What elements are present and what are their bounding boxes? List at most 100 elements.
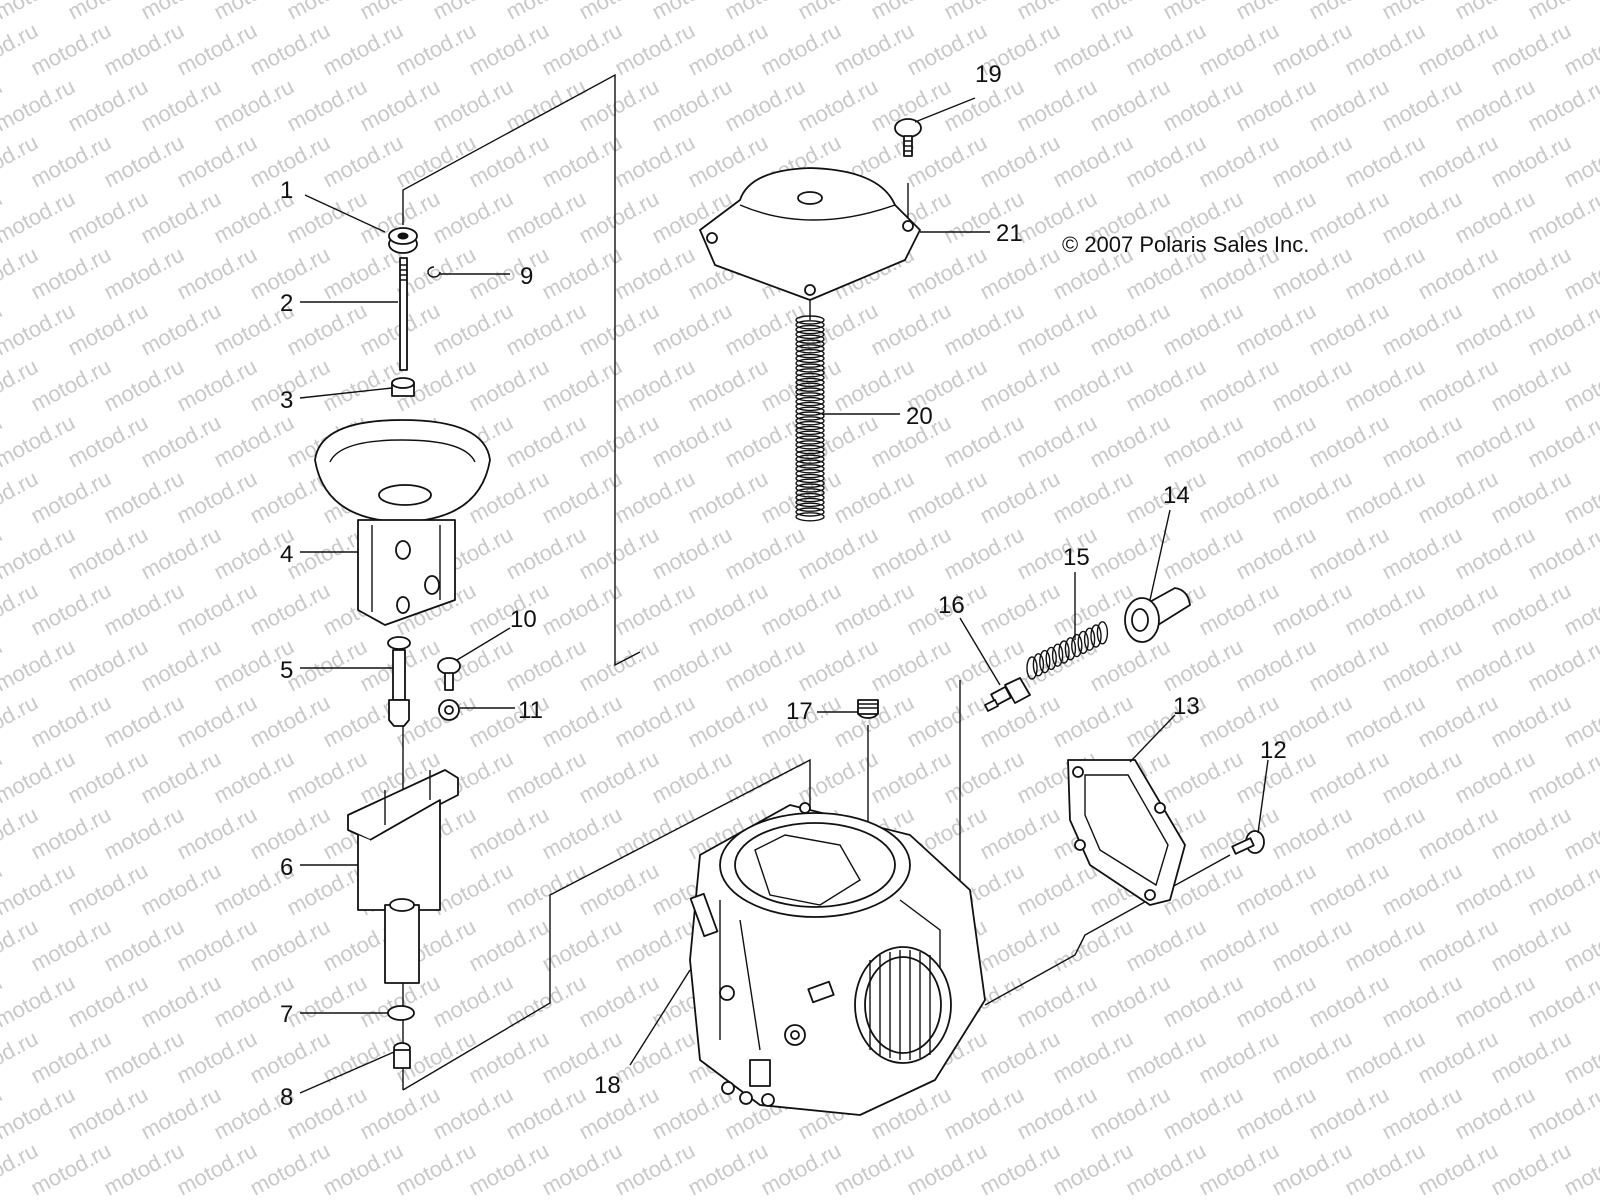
- watermark-text: motod.ru: [392, 1138, 480, 1200]
- watermark-text: motod.ru: [1049, 354, 1137, 417]
- watermark-text: motod.ru: [1487, 802, 1575, 865]
- watermark-text: motod.ru: [1487, 354, 1575, 417]
- watermark-text: motod.ru: [575, 410, 663, 473]
- watermark-text: motod.ru: [465, 242, 553, 305]
- copyright-notice: © 2007 Polaris Sales Inc.: [1062, 232, 1309, 257]
- spring-coil: [795, 512, 825, 522]
- spring-coil: [795, 339, 825, 349]
- watermark-text: motod.ru: [1159, 522, 1247, 585]
- watermark-text: motod.ru: [429, 970, 517, 1033]
- spring-coil: [795, 483, 825, 493]
- watermark-text: motod.ru: [1414, 18, 1502, 81]
- part-18-carburetor-body: [689, 802, 986, 1116]
- watermark-text: motod.ru: [976, 578, 1064, 641]
- spring-coil: [795, 459, 825, 469]
- watermark-text: motod.ru: [1013, 858, 1101, 921]
- watermark-text: motod.ru: [940, 410, 1028, 473]
- watermark-text: motod.ru: [867, 522, 955, 585]
- watermark-text: motod.ru: [1378, 522, 1466, 585]
- spring-coil: [795, 387, 825, 397]
- watermark-text: motod.ru: [1268, 802, 1356, 865]
- label-part-21: 21: [996, 220, 1023, 247]
- watermark-text: motod.ru: [1487, 242, 1575, 305]
- watermark-text: motod.ru: [684, 578, 772, 641]
- watermark-text: motod.ru: [1195, 1138, 1283, 1200]
- spring-coil: [795, 396, 825, 407]
- watermark-text: motod.ru: [465, 802, 553, 865]
- watermark-text: motod.ru: [210, 410, 298, 473]
- watermark-text: motod.ru: [1268, 1138, 1356, 1200]
- watermark-text: motod.ru: [246, 1138, 334, 1200]
- watermark-text: motod.ru: [1341, 578, 1429, 641]
- watermark-text: motod.ru: [1451, 522, 1539, 585]
- watermark-text: motod.ru: [0, 186, 79, 249]
- spring-coil: [1039, 649, 1051, 674]
- watermark-text: motod.ru: [757, 1138, 845, 1200]
- spring-coil: [1058, 640, 1070, 664]
- watermark-text: motod.ru: [1122, 1138, 1210, 1200]
- watermark-text: motod.ru: [64, 634, 152, 697]
- spring-coil: [795, 368, 825, 378]
- watermark-text: motod.ru: [283, 746, 371, 809]
- watermark-text: motod.ru: [1487, 466, 1575, 529]
- watermark-text: motod.ru: [575, 298, 663, 361]
- watermark-text: motod.ru: [27, 802, 115, 865]
- watermark-text: motod.ru: [940, 522, 1028, 585]
- spring-coil: [795, 430, 825, 440]
- watermark-text: motod.ru: [137, 634, 225, 697]
- watermark-text: motod.ru: [246, 1026, 334, 1089]
- watermark-text: motod.ru: [1305, 186, 1393, 249]
- watermark-text: motod.ru: [502, 74, 590, 137]
- watermark-text: motod.ru: [1086, 1082, 1174, 1145]
- watermark-text: motod.ru: [27, 18, 115, 81]
- part-2-needle: [399, 257, 408, 371]
- watermark-text: motod.ru: [502, 634, 590, 697]
- watermark-text: motod.ru: [502, 186, 590, 249]
- watermark-text: motod.ru: [1414, 354, 1502, 417]
- watermark-text: motod.ru: [1195, 354, 1283, 417]
- watermark-text: motod.ru: [1414, 1026, 1502, 1089]
- watermark-text: motod.ru: [1049, 914, 1137, 977]
- watermark-text: motod.ru: [538, 18, 626, 81]
- watermark-text: motod.ru: [903, 466, 991, 529]
- watermark-text: motod.ru: [1414, 914, 1502, 977]
- part-1-cap: [388, 227, 418, 254]
- spring-coil: [795, 401, 825, 412]
- label-part-6: 6: [280, 854, 293, 881]
- watermark-text: motod.ru: [1268, 18, 1356, 81]
- watermark-text: motod.ru: [1195, 18, 1283, 81]
- part-10-screw: [437, 657, 461, 691]
- watermark-text: motod.ru: [137, 186, 225, 249]
- watermark-text: motod.ru: [1013, 1082, 1101, 1145]
- part-19-screw: [894, 118, 922, 157]
- part-9-clip: [427, 266, 441, 278]
- watermark-text: motod.ru: [27, 130, 115, 193]
- watermark-text: motod.ru: [1524, 522, 1600, 585]
- part-3-spacer: [391, 377, 415, 397]
- watermark-text: motod.ru: [0, 746, 79, 809]
- spring-coil: [795, 372, 825, 383]
- watermark-text: motod.ru: [976, 466, 1064, 529]
- watermark-text: motod.ru: [0, 858, 79, 921]
- watermark-text: motod.ru: [465, 354, 553, 417]
- watermark-text: motod.ru: [1378, 634, 1466, 697]
- watermark-text: motod.ru: [1305, 74, 1393, 137]
- watermark-text: motod.ru: [502, 410, 590, 473]
- watermark-text: motod.ru: [1524, 410, 1600, 473]
- watermark-text: motod.ru: [429, 298, 517, 361]
- watermark-text: motod.ru: [173, 690, 261, 753]
- spring-coil: [795, 377, 825, 388]
- part-14-plug: [1124, 587, 1191, 643]
- watermark-text: motod.ru: [611, 1138, 699, 1200]
- watermark-text: motod.ru: [27, 578, 115, 641]
- watermark-text: motod.ru: [538, 354, 626, 417]
- watermark-text: motod.ru: [1451, 970, 1539, 1033]
- part-6-holder: [347, 769, 459, 984]
- watermark-text: motod.ru: [0, 298, 79, 361]
- watermark-text: motod.ru: [1451, 858, 1539, 921]
- watermark-text: motod.ru: [1378, 1082, 1466, 1145]
- spring-coil: [795, 348, 825, 359]
- spring-coil: [795, 449, 825, 460]
- watermark-text: motod.ru: [1524, 298, 1600, 361]
- spring-coil: [795, 502, 825, 512]
